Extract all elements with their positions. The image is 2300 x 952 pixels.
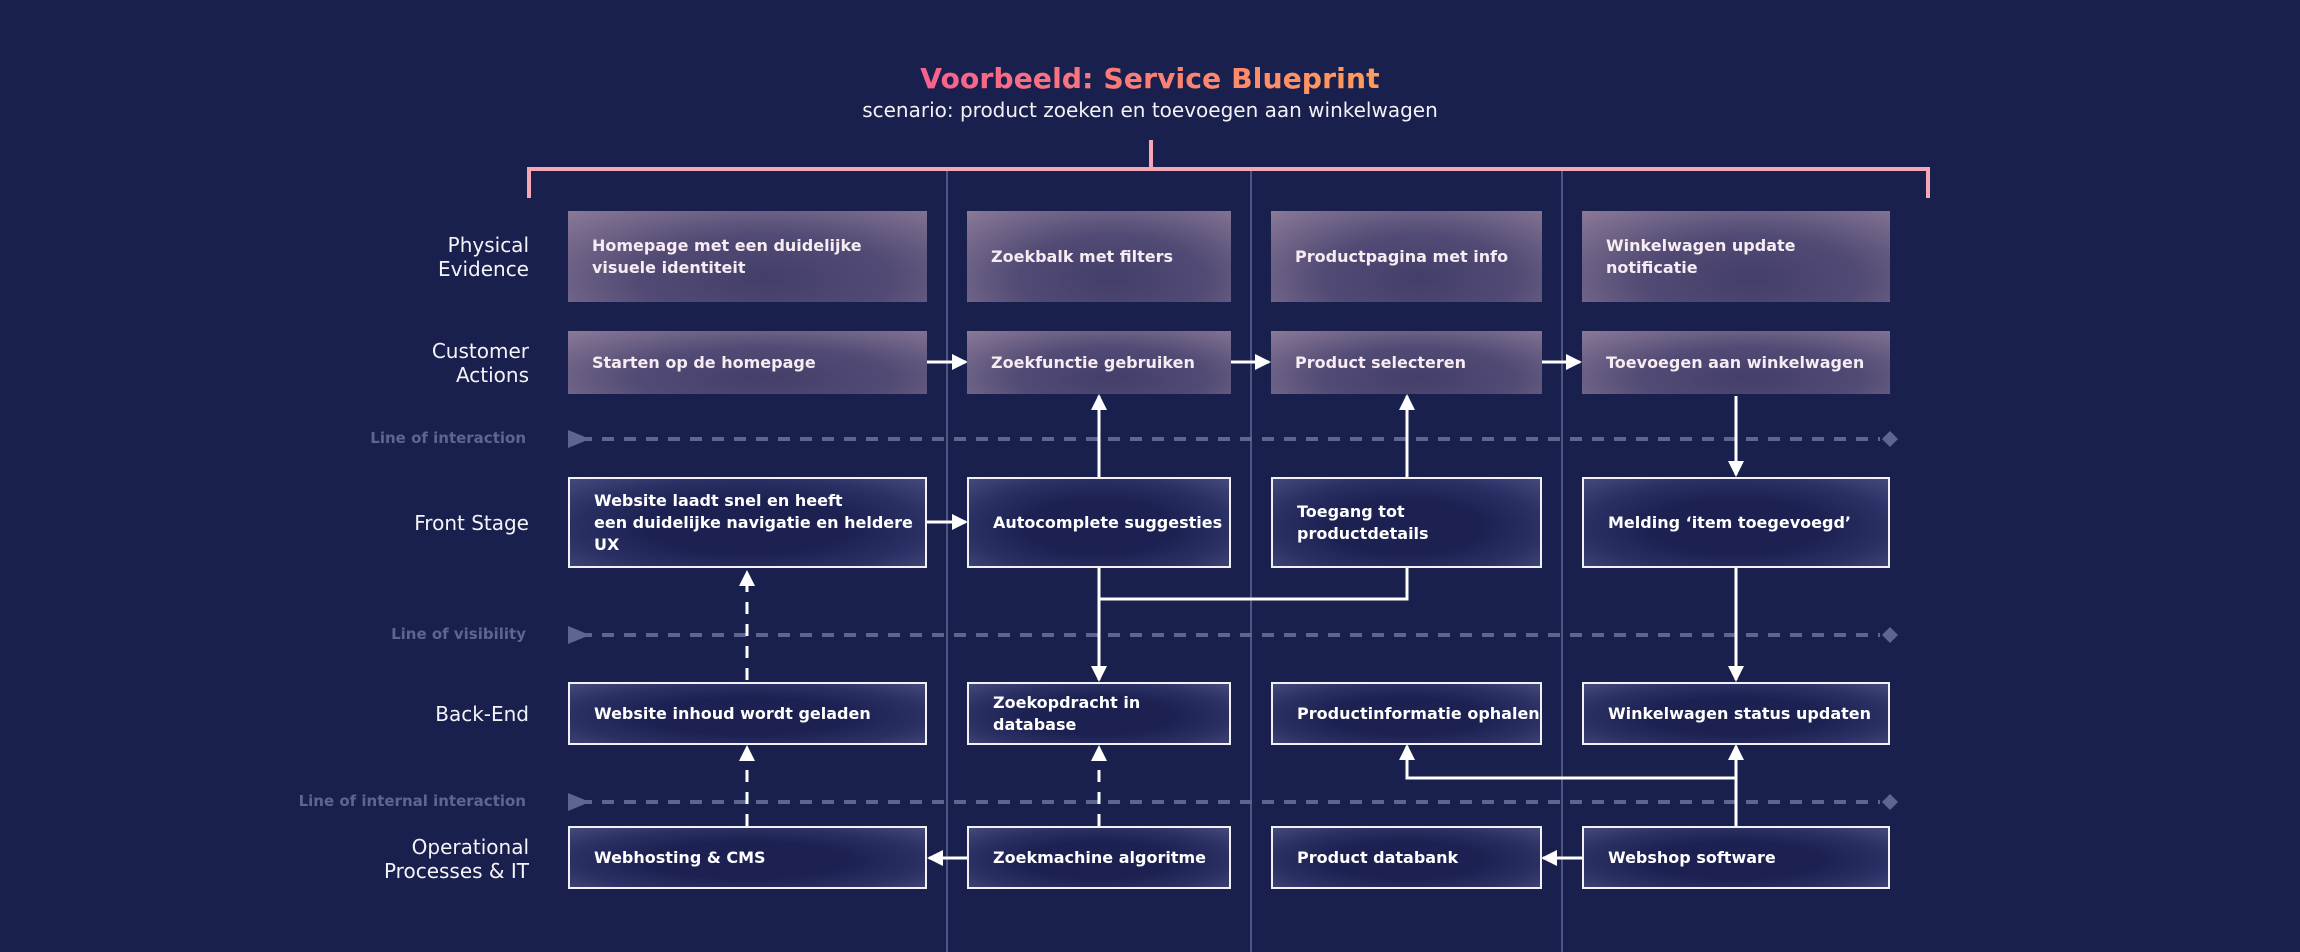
internal-start-triangle xyxy=(568,793,590,811)
row-label-back-end: Back-End xyxy=(435,702,529,726)
be-box-3: Productinformatie ophalen xyxy=(1271,682,1542,745)
internal-end-diamond xyxy=(1882,794,1898,810)
bracket-frame xyxy=(527,167,1930,198)
be-box-4: Winkelwagen status updaten xyxy=(1582,682,1890,745)
row-label-customer-actions: Customer Actions xyxy=(431,339,529,387)
fs-box-4: Melding ‘item toegevoegd’ xyxy=(1582,477,1890,568)
label-line-of-visibility: Line of visibility xyxy=(391,625,526,643)
row-label-physical-evidence: Physical Evidence xyxy=(437,233,529,281)
scenario-subtitle: scenario: product zoeken en toevoegen aa… xyxy=(862,98,1438,122)
interaction-start-triangle xyxy=(568,430,590,448)
visibility-end-diamond xyxy=(1882,627,1898,643)
op-box-4: Webshop software xyxy=(1582,826,1890,889)
column-divider xyxy=(1250,170,1252,952)
pe-box-3: Productpagina met info xyxy=(1271,211,1542,302)
column-divider xyxy=(946,170,948,952)
column-divider xyxy=(1561,170,1563,952)
op-box-2: Zoekmachine algoritme xyxy=(967,826,1231,889)
fs-box-3: Toegang tot productdetails xyxy=(1271,477,1542,568)
op-box-1: Webhosting & CMS xyxy=(568,826,927,889)
ca-box-1: Starten op de homepage xyxy=(568,331,927,394)
label-line-of-internal-interaction: Line of internal interaction xyxy=(298,792,526,810)
interaction-end-diamond xyxy=(1882,431,1898,447)
fs-box-1: Website laadt snel en heeft een duidelij… xyxy=(568,477,927,568)
pe-box-2: Zoekbalk met filters xyxy=(967,211,1231,302)
ca-box-2: Zoekfunctie gebruiken xyxy=(967,331,1231,394)
label-line-of-interaction: Line of interaction xyxy=(370,429,526,447)
be-box-1: Website inhoud wordt geladen xyxy=(568,682,927,745)
be-box-2: Zoekopdracht in database xyxy=(967,682,1231,745)
visibility-start-triangle xyxy=(568,626,590,644)
fs-box-2: Autocomplete suggesties xyxy=(967,477,1231,568)
arrow-op4-be3 xyxy=(1399,744,1736,780)
op-box-3: Product databank xyxy=(1271,826,1542,889)
row-label-operational: Operational Processes & IT xyxy=(383,835,529,883)
scope-bracket xyxy=(527,140,1930,198)
pe-box-4: Winkelwagen update notificatie xyxy=(1582,211,1890,302)
ca-box-4: Toevoegen aan winkelwagen xyxy=(1582,331,1890,394)
row-label-front-stage: Front Stage xyxy=(414,511,529,535)
pe-box-1: Homepage met een duidelijke visuele iden… xyxy=(568,211,927,302)
connector-fs3-merge xyxy=(1099,568,1409,601)
ca-box-3: Product selecteren xyxy=(1271,331,1542,394)
page-title: Voorbeeld: Service Blueprint xyxy=(0,62,2300,95)
